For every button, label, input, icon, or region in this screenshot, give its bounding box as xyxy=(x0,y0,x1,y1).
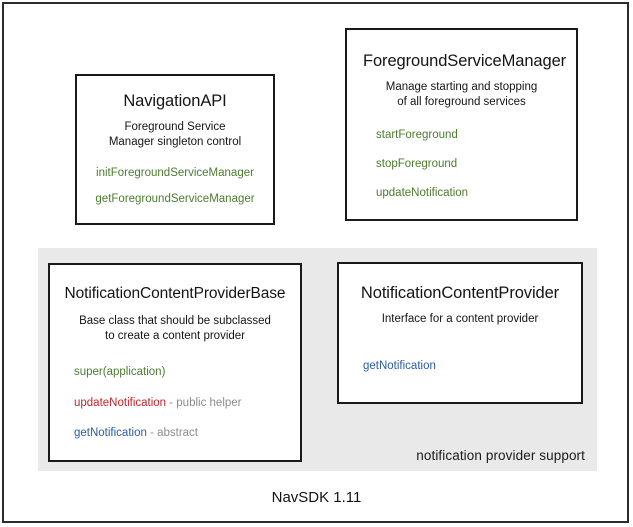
method-list-navigation-api: initForegroundServiceManager getForegrou… xyxy=(91,167,259,205)
method-row[interactable]: initForegroundServiceManager xyxy=(96,167,254,180)
class-description-line: Manager singleton control xyxy=(108,136,242,149)
method-name: stopForeground xyxy=(376,157,458,170)
class-description-foreground-service-manager: Manage starting and stopping of all fore… xyxy=(363,80,560,110)
class-description-navigation-api: Foreground Service Manager singleton con… xyxy=(91,120,259,150)
class-box-notification-content-provider-base[interactable]: NotificationContentProviderBase Base cla… xyxy=(48,263,302,462)
class-title-navigation-api: NavigationAPI xyxy=(123,92,227,110)
method-row[interactable]: getForegroundServiceManager xyxy=(95,193,254,206)
method-list-foreground-service-manager: startForeground stopForeground updateNot… xyxy=(363,129,560,199)
method-list-notification-content-provider-base: super(application) updateNotification - … xyxy=(60,366,290,440)
method-row[interactable]: super(application) xyxy=(74,366,290,379)
method-name: updateNotification xyxy=(376,186,469,199)
method-note: - public helper xyxy=(166,396,242,409)
class-description-notification-content-provider-base: Base class that should be subclassed to … xyxy=(60,314,290,344)
method-note: - abstract xyxy=(146,427,199,440)
class-description-line: to create a content provider xyxy=(105,329,245,342)
method-name: initForegroundServiceManager xyxy=(96,167,254,180)
method-row[interactable]: updateNotification xyxy=(376,187,560,200)
method-name: startForeground xyxy=(376,129,458,142)
method-name: getNotification xyxy=(74,427,147,440)
method-name: getNotification xyxy=(363,360,436,373)
class-description-notification-content-provider: Interface for a content provider xyxy=(353,312,567,327)
class-description-line: Manage starting and stopping xyxy=(385,80,538,93)
class-title-notification-content-provider: NotificationContentProvider xyxy=(360,284,560,302)
method-name: getForegroundServiceManager xyxy=(95,192,255,205)
class-box-notification-content-provider[interactable]: NotificationContentProvider Interface fo… xyxy=(337,262,583,404)
class-title-notification-content-provider-base: NotificationContentProviderBase xyxy=(64,285,286,302)
class-description-line: Base class that should be subclassed xyxy=(79,314,271,327)
method-row[interactable]: getNotification xyxy=(363,360,567,373)
method-name: updateNotification xyxy=(74,396,167,409)
class-description-line: Foreground Service xyxy=(124,120,226,133)
class-box-foreground-service-manager[interactable]: ForegroundServiceManager Manage starting… xyxy=(345,28,578,221)
class-description-line: of all foreground services xyxy=(397,96,526,109)
diagram-footer-caption: NavSDK 1.11 xyxy=(271,489,362,506)
class-title-foreground-service-manager: ForegroundServiceManager xyxy=(363,52,567,70)
class-description-line: Interface for a content provider xyxy=(381,312,539,325)
method-name: super(application) xyxy=(74,366,166,379)
method-row[interactable]: getNotification - abstract xyxy=(74,427,290,440)
method-row[interactable]: updateNotification - public helper xyxy=(74,397,290,410)
method-row[interactable]: stopForeground xyxy=(376,158,560,171)
method-row[interactable]: startForeground xyxy=(376,129,560,142)
method-list-notification-content-provider: getNotification xyxy=(353,360,567,373)
group-panel-label: notification provider support xyxy=(416,448,585,463)
class-box-navigation-api[interactable]: NavigationAPI Foreground Service Manager… xyxy=(75,74,275,225)
